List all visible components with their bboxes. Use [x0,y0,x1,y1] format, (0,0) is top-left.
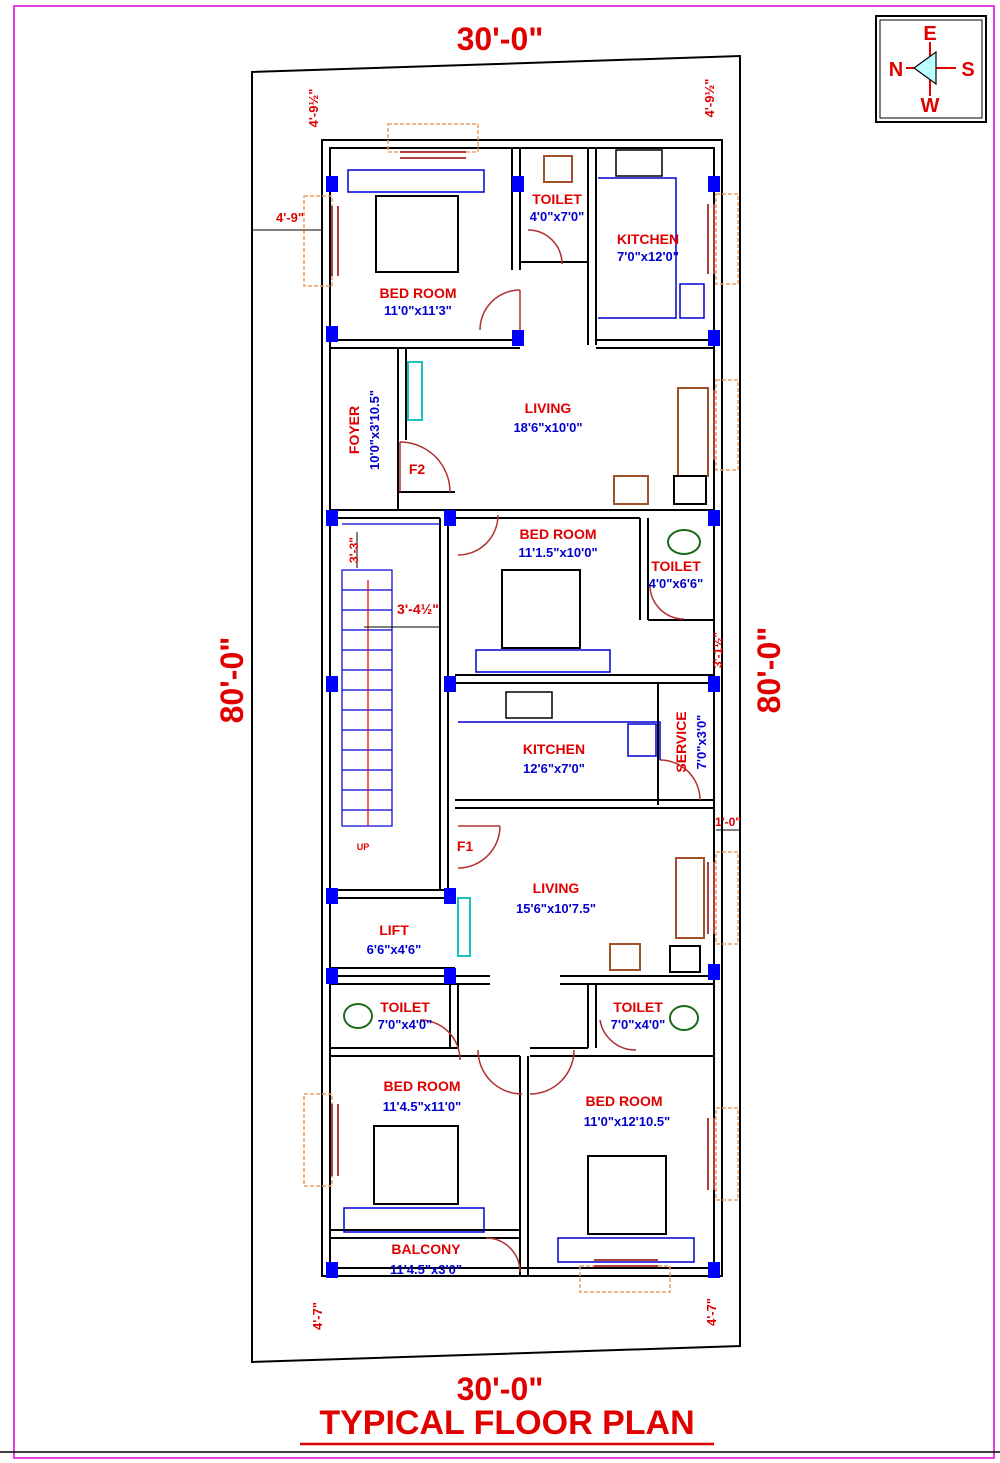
beds [373,195,667,1235]
dim-stair-landing: 3'-3" [347,537,361,563]
toilet-fixtures [343,155,701,1031]
room-labels: BED ROOM 11'0"x11'3" TOILET 4'0"x7'0" KI… [346,191,709,1277]
dim-left-setback: 4'-9" [276,210,304,225]
compass-north: N [889,59,903,81]
compass-west: W [921,95,940,117]
compass-south: S [961,59,974,81]
f1-label: F1 [457,838,474,854]
lift-size: 6'6"x4'6" [367,942,422,957]
glass-panels [407,361,471,957]
toilet1-name: TOILET [532,191,582,207]
compass-arrow-icon [912,50,937,86]
bed3-name: BED ROOM [384,1078,461,1094]
dim-bottom-setback-left: 4'-7" [310,1302,325,1330]
page-border [13,5,995,1459]
lift-name: LIFT [379,922,409,938]
staircase [341,523,440,827]
toilet4-name: TOILET [613,999,663,1015]
f2-label: F2 [409,461,426,477]
stair-up-label: UP [357,842,370,852]
dim-side-gap: 3'-1½" [711,632,725,668]
plan-title: TYPICAL FLOOR PLAN [319,1404,694,1442]
bed2-size: 11'1.5"x10'0" [518,545,597,560]
bed3-size: 11'4.5"x11'0" [383,1099,462,1114]
service-size: 7'0"x3'0" [694,715,709,770]
sofa-sets [609,387,709,973]
kitchen2-size: 12'6"x7'0" [523,761,585,776]
toilet2-size: 4'0"x6'6" [649,576,704,591]
bed1-size: 11'0"x11'3" [384,303,452,318]
compass: E N S W [875,15,987,123]
dim-top-setback-left: 4'-9½" [306,89,321,128]
kitchen1-name: KITCHEN [617,231,679,247]
living2-name: LIVING [533,880,580,896]
doors [399,229,701,1273]
bed1-name: BED ROOM [380,285,457,301]
balcony-size: 11'4.5"x3'0" [390,1262,462,1277]
dim-stair-width: 3'-4½" [397,601,439,617]
dim-bottom-setback-right: 4'-7" [704,1298,719,1326]
dimension-lines [252,229,741,831]
bed-pillows [343,169,695,1263]
dim-left-length: 80'-0" [214,637,250,724]
dim-bottom-width: 30'-0" [457,1371,544,1407]
dim-top-setback-right: 4'-9½" [702,79,717,118]
living1-name: LIVING [525,400,572,416]
toilet3-size: 7'0"x4'0" [378,1017,433,1032]
living1-size: 18'6"x10'0" [513,420,582,435]
foyer-size: 10'0"x3'10.5" [367,390,382,470]
kitchen1-size: 7'0"x12'0" [617,249,679,264]
bed4-size: 11'0"x12'10.5" [584,1114,670,1129]
dim-top-width: 30'-0" [457,21,544,57]
building-inner-outline [329,147,715,1269]
compass-east: E [923,23,936,45]
kitchen2-name: KITCHEN [523,741,585,757]
service-name: SERVICE [673,711,689,772]
building-outline [321,139,723,1277]
toilet2-name: TOILET [651,558,701,574]
interior-walls [330,148,714,1276]
toilet1-size: 4'0"x7'0" [530,209,585,224]
living2-size: 15'6"x10'7.5" [516,901,596,916]
structural-columns [326,176,720,1278]
toilet4-size: 7'0"x4'0" [611,1017,666,1032]
dim-side-offset: 1'-0" [715,815,741,829]
toilet3-name: TOILET [380,999,430,1015]
plot-boundary [251,54,741,1364]
foyer-name: FOYER [346,406,362,454]
dimension-labels: 30'-0" 30'-0" 80'-0" 80'-0" 4'-9½" 4'-9½… [214,21,787,1407]
bed4-name: BED ROOM [586,1093,663,1109]
balcony-name: BALCONY [391,1241,461,1257]
kitchen-counters [458,149,705,760]
bed2-name: BED ROOM [520,526,597,542]
dim-right-length: 80'-0" [751,627,787,714]
